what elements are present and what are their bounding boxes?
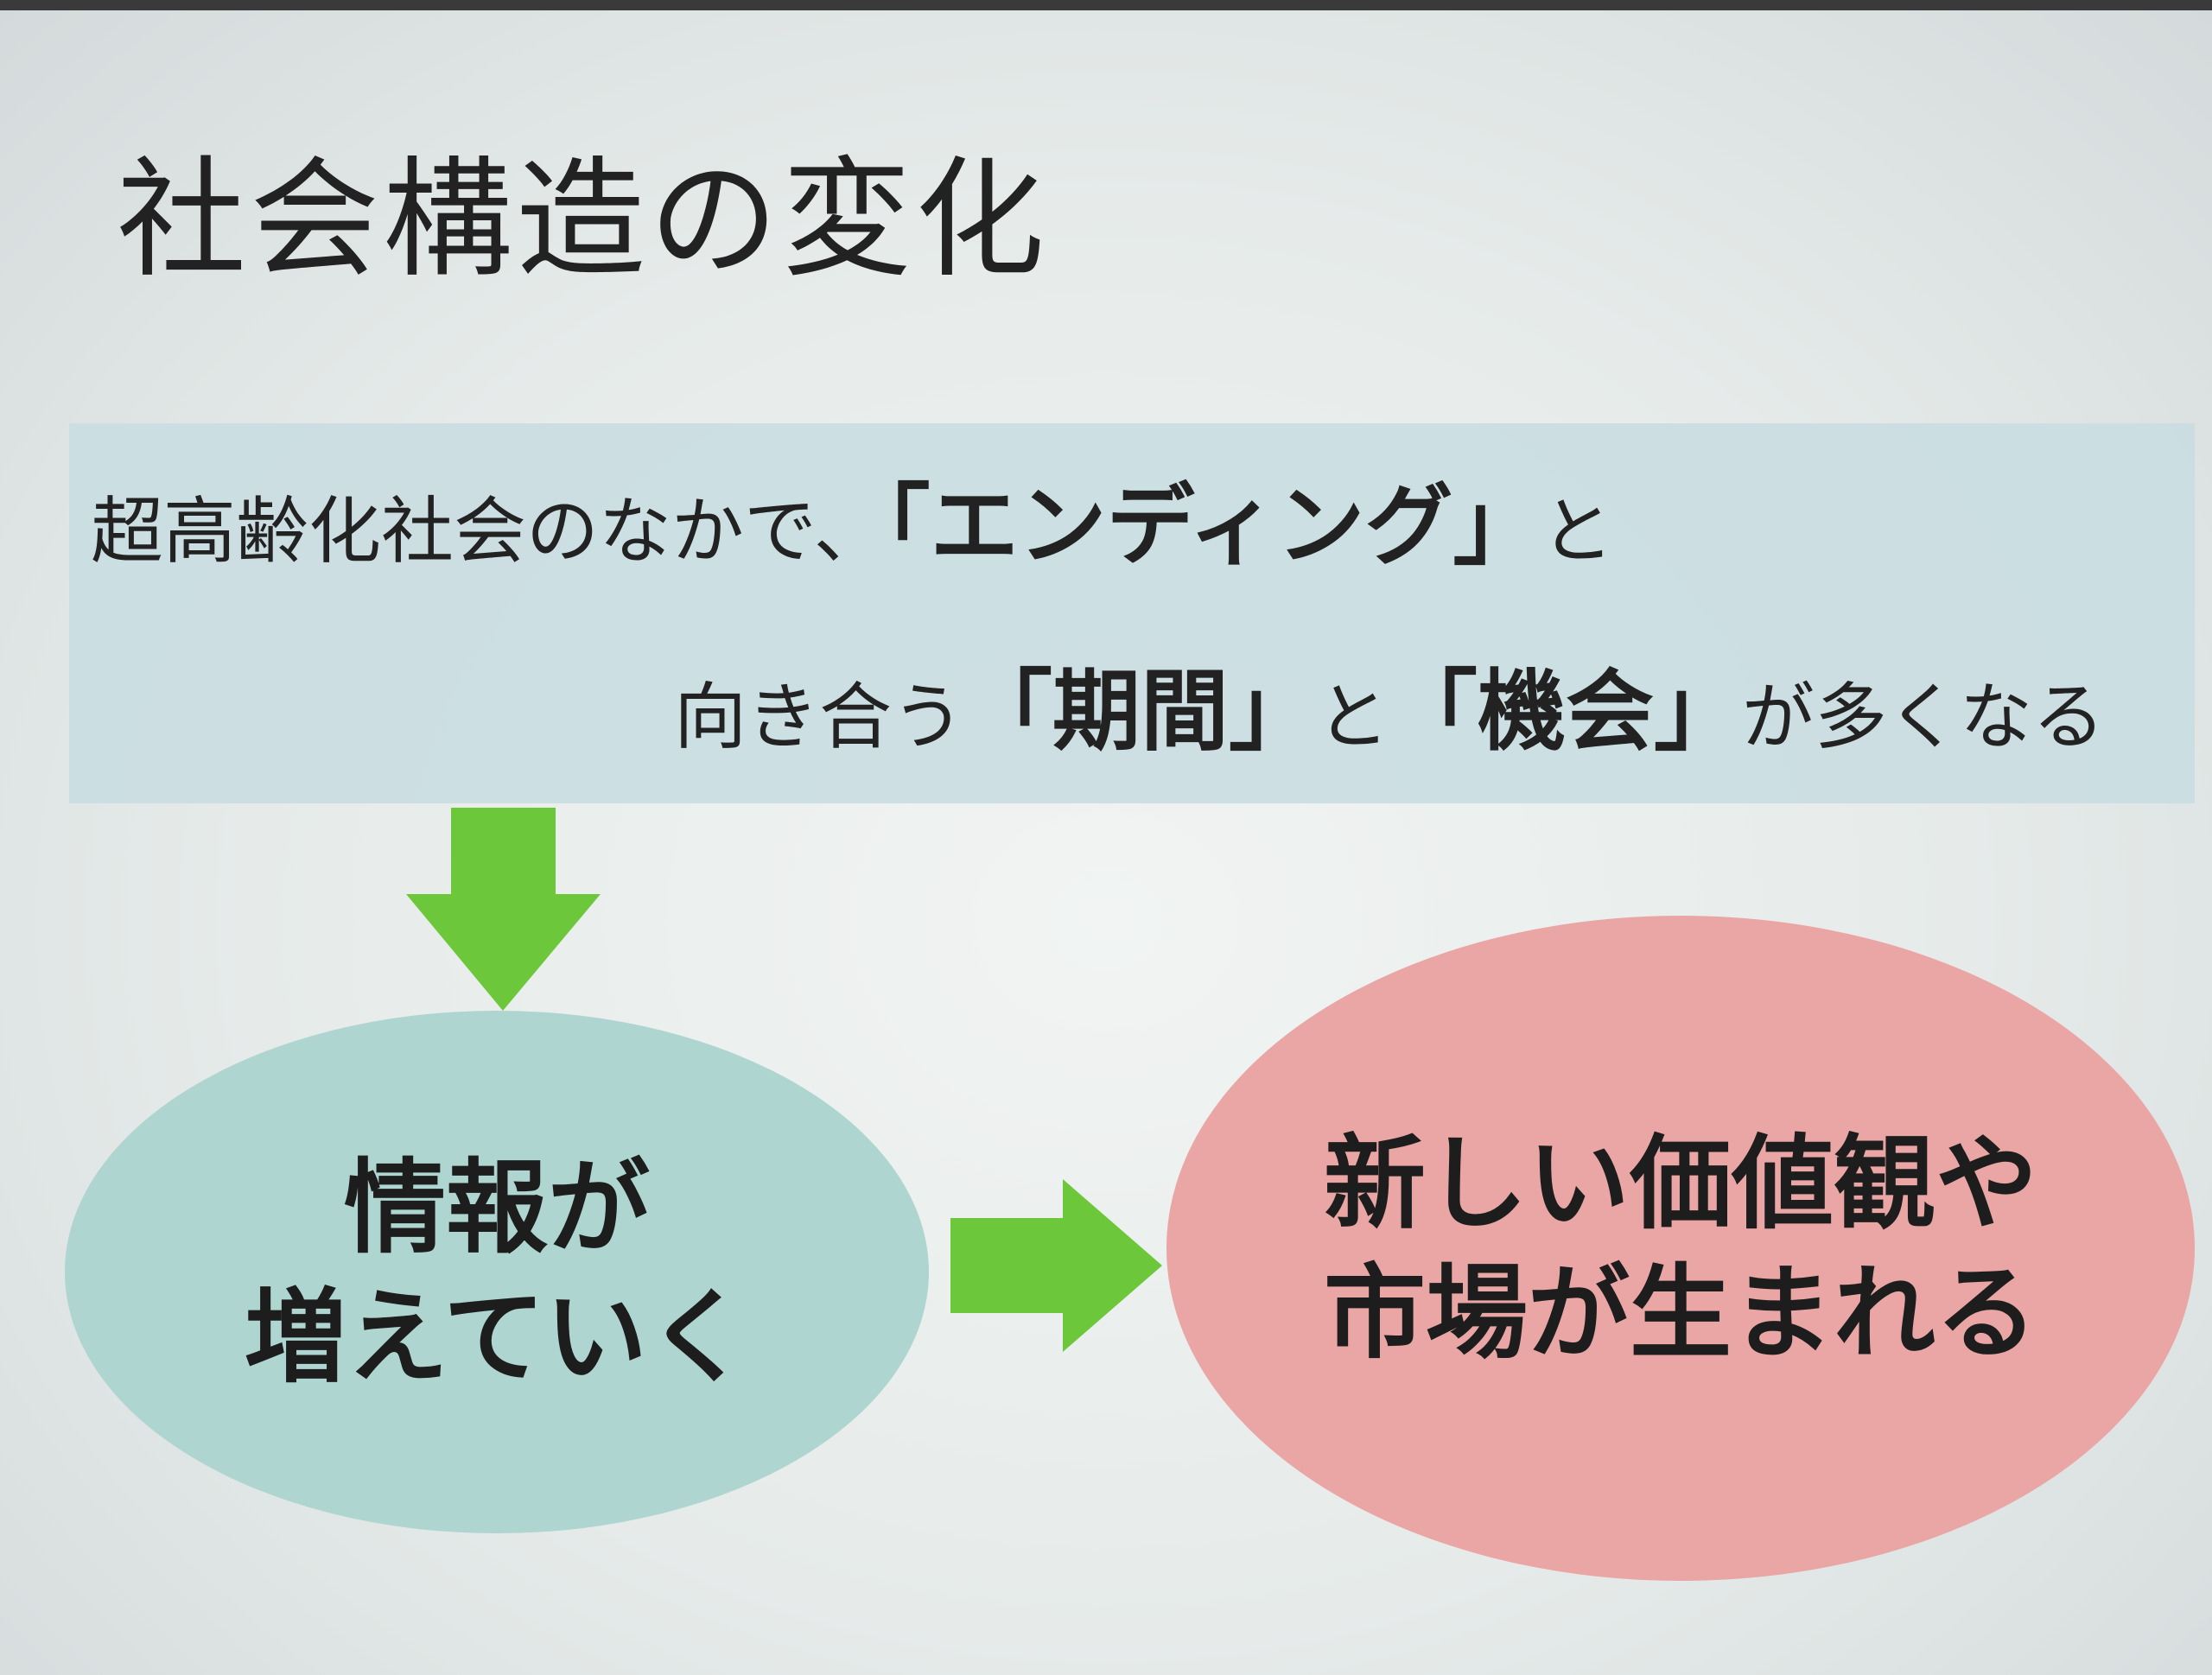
statement-text: 超高齢化社会のなかで、 [91, 489, 887, 574]
statement-text: が多くなる [1742, 675, 2106, 759]
node-text: 新しい価値観や [1323, 1124, 2037, 1243]
node-text: 市場が生まれる [1323, 1253, 2037, 1373]
top-edge [0, 0, 2212, 10]
down-arrow-icon [406, 808, 601, 1011]
node-information-increases: 情報が増えていく [65, 1011, 929, 1533]
right-arrow-icon [950, 1179, 1162, 1352]
statement-emphasis: 「期間」 [964, 661, 1318, 764]
node-text: 増えていく [244, 1277, 750, 1397]
statement-emphasis: 「機会」 [1389, 661, 1743, 764]
statement-band [69, 423, 2195, 803]
statement-emphasis: 「エンディング」 [886, 475, 1541, 578]
statement-text: と [1317, 675, 1390, 759]
statement-text: 向き合う [674, 675, 965, 759]
statement-line-2: 向き合う「期間」と「機会」が多くなる [674, 665, 2105, 765]
node-new-values-markets: 新しい価値観や市場が生まれる [1166, 916, 2195, 1581]
statement-line-1: 超高齢化社会のなかで、「エンディング」と [91, 479, 1614, 579]
slide-title: 社会構造の変化 [117, 145, 1049, 295]
node-text: 情報が [343, 1147, 650, 1267]
statement-text: と [1541, 489, 1614, 574]
